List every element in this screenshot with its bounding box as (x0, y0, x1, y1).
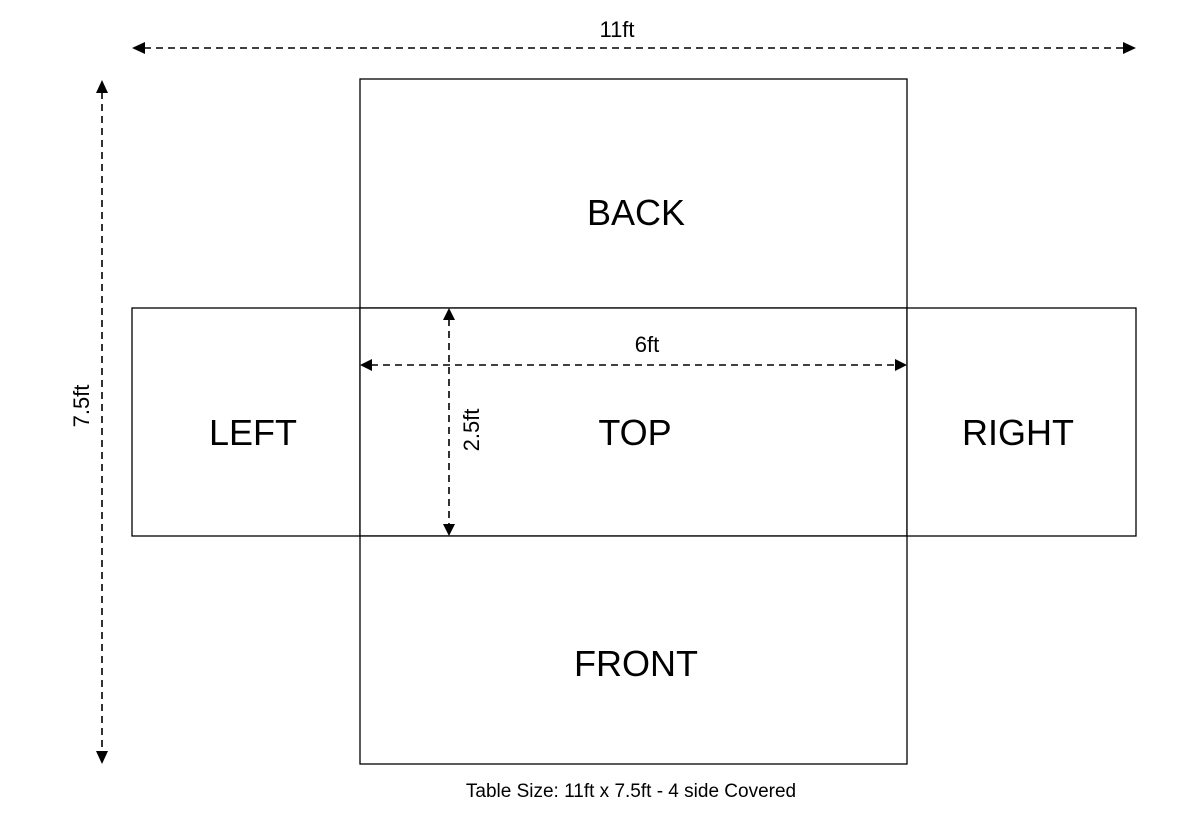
top-width-dimension: 6ft (360, 332, 907, 371)
front-panel (359, 535, 908, 765)
arrow-up-icon (96, 80, 108, 93)
right-panel (906, 307, 1137, 537)
overall-height-label: 7.5ft (69, 385, 94, 428)
right-label: RIGHT (962, 412, 1074, 453)
overall-width-dimension: 11ft (132, 17, 1136, 54)
arrow-right-icon (895, 359, 907, 371)
arrow-down-icon (443, 524, 455, 536)
left-label: LEFT (209, 412, 297, 453)
overall-width-label: 11ft (599, 17, 634, 42)
top-depth-dimension: 2.5ft (443, 308, 484, 536)
back-panel (359, 78, 908, 309)
arrow-right-icon (1123, 42, 1136, 54)
arrow-left-icon (132, 42, 145, 54)
arrow-up-icon (443, 308, 455, 320)
front-label: FRONT (574, 643, 698, 684)
overall-height-dimension: 7.5ft (69, 80, 108, 764)
table-size-caption: Table Size: 11ft x 7.5ft - 4 side Covere… (466, 781, 796, 802)
top-panel (359, 307, 908, 537)
back-label: BACK (587, 192, 685, 233)
top-width-label: 6ft (635, 332, 659, 357)
arrow-down-icon (96, 751, 108, 764)
arrow-left-icon (360, 359, 372, 371)
left-panel (131, 307, 361, 537)
top-label: TOP (598, 412, 671, 453)
top-depth-label: 2.5ft (459, 409, 484, 452)
